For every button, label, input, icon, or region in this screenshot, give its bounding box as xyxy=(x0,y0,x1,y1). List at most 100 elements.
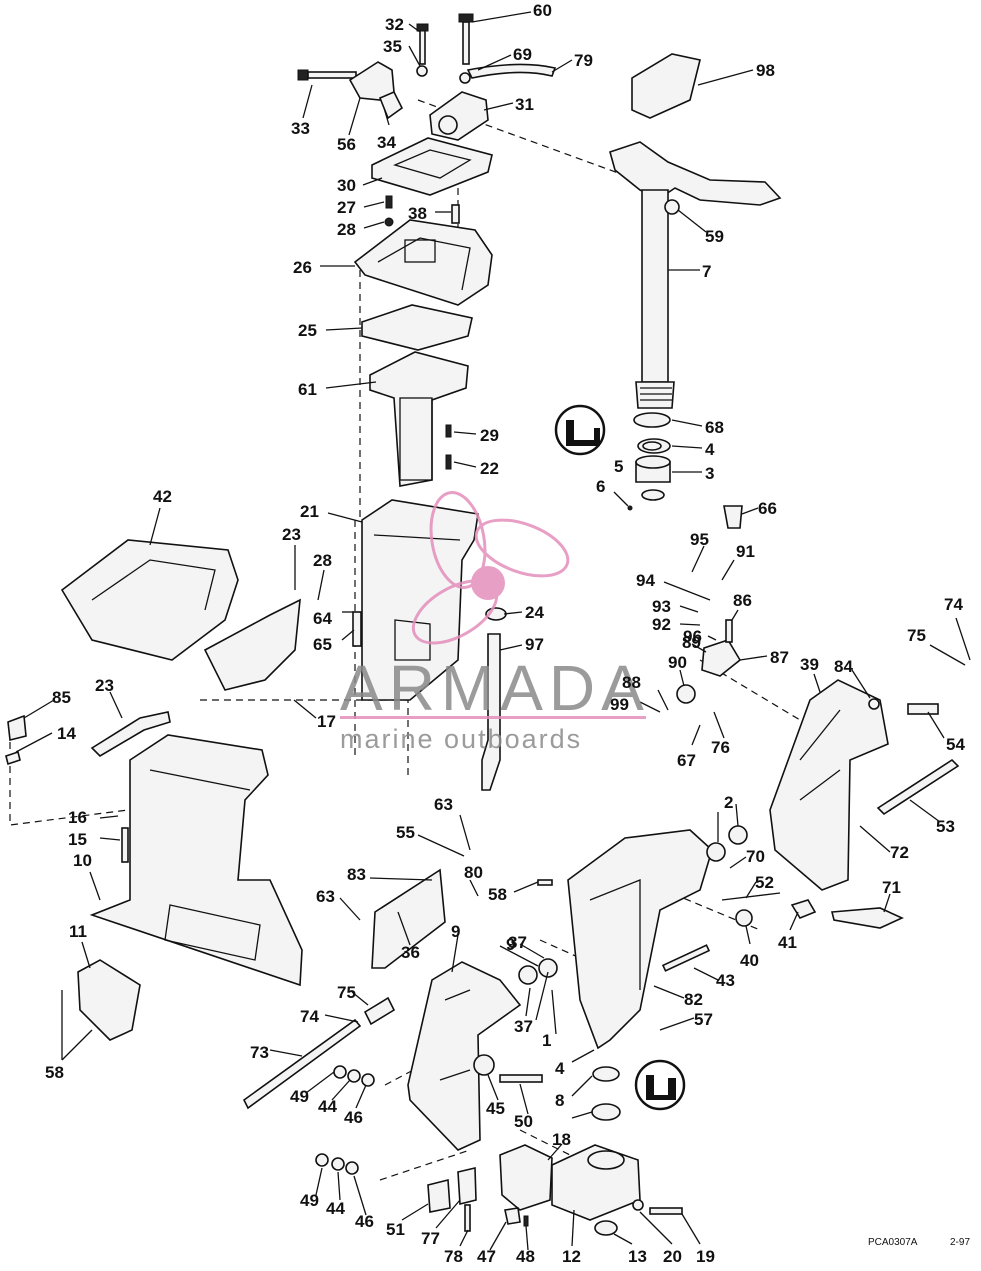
callout-label: 77 xyxy=(421,1229,440,1248)
callout-label: 14 xyxy=(57,724,76,743)
watermark-divider xyxy=(340,716,646,719)
part-exhaust-22 xyxy=(361,499,479,701)
parts xyxy=(5,13,960,1236)
callout-label: 74 xyxy=(944,595,963,614)
part-cover-98 xyxy=(631,53,701,119)
part-oring-89 xyxy=(676,684,696,704)
part-rod-73 xyxy=(242,1018,362,1110)
callout-label: 15 xyxy=(68,830,87,849)
callout-label: 68 xyxy=(705,418,724,437)
callout-label: 12 xyxy=(562,1247,581,1266)
callout-label: 93 xyxy=(652,597,671,616)
callout-label: 97 xyxy=(525,635,544,654)
part-screw-32 xyxy=(416,23,429,77)
callout-label: 9 xyxy=(506,935,515,954)
callout-label: 83 xyxy=(347,865,366,884)
part-tube-24 xyxy=(481,633,501,791)
callout-label: 58 xyxy=(45,1063,64,1082)
part-ring-5 xyxy=(641,489,665,501)
part-cover-42 xyxy=(203,598,301,691)
part-block-18 xyxy=(499,1144,553,1211)
callout-label: 49 xyxy=(290,1087,309,1106)
part-bolt-16 xyxy=(121,827,129,863)
callout-label: 36 xyxy=(401,943,420,962)
callout-label: 84 xyxy=(834,657,853,676)
diagram-date: 2-97 xyxy=(950,1237,970,1248)
part-adapter-61 xyxy=(369,351,469,487)
callout-label: 47 xyxy=(477,1247,496,1266)
callout-label: 34 xyxy=(377,133,396,152)
callout-label: 23 xyxy=(95,676,114,695)
part-plate-51 xyxy=(427,1178,451,1213)
callout-label: 48 xyxy=(516,1247,535,1266)
callout-label: 25 xyxy=(298,321,317,340)
part-pin-96 xyxy=(725,619,733,643)
part-nut-59 xyxy=(664,199,680,215)
callout-label: 75 xyxy=(907,626,926,645)
part-bracket-69 xyxy=(466,63,557,79)
callout-label: 42 xyxy=(153,487,172,506)
callout-label: 52 xyxy=(755,873,774,892)
part-bracket-36 xyxy=(407,961,522,1151)
watermark: ARMADA marine outboards xyxy=(340,491,646,754)
part-bolt-19 xyxy=(649,1207,683,1215)
callout-label: 63 xyxy=(434,795,453,814)
callout-label: 31 xyxy=(515,95,534,114)
callout-label: 40 xyxy=(740,951,759,970)
part-washer-45 xyxy=(473,1054,495,1076)
callout-label: 20 xyxy=(663,1247,682,1266)
callout-label: 32 xyxy=(385,15,404,34)
part-driveshaft-7 xyxy=(641,189,669,383)
callout-label: 26 xyxy=(293,258,312,277)
callout-label: 49 xyxy=(300,1191,319,1210)
callout-label: 35 xyxy=(383,37,402,56)
part-gasket-25 xyxy=(361,304,473,351)
diagram-code: PCA0307A xyxy=(868,1237,918,1248)
part-bolt-75 xyxy=(907,703,939,715)
callout-label: 16 xyxy=(68,808,87,827)
callout-label: 7 xyxy=(702,262,711,281)
part-washer-37 xyxy=(728,825,748,845)
callout-label: 53 xyxy=(936,817,955,836)
callout-label: 37 xyxy=(514,1017,533,1036)
callout-label: 6 xyxy=(596,477,605,496)
callout-label: 18 xyxy=(552,1130,571,1149)
callout-label: 46 xyxy=(355,1212,374,1231)
callout-label: 11 xyxy=(69,922,87,941)
propeller-icon xyxy=(411,491,570,645)
part-bracket-54 xyxy=(769,679,889,891)
part-lever-72 xyxy=(830,907,904,929)
callout-label: 91 xyxy=(736,542,755,561)
watermark-tagline: marine outboards xyxy=(340,724,582,754)
part-strip-14 xyxy=(90,711,171,758)
callout-label: 67 xyxy=(677,751,696,770)
callout-label: 21 xyxy=(300,502,319,521)
callout-label: 3 xyxy=(705,464,714,483)
callout-label: 86 xyxy=(733,591,752,610)
callout-label: 24 xyxy=(525,603,544,622)
callout-label: 95 xyxy=(690,530,709,549)
callout-label: 59 xyxy=(705,227,724,246)
callout-label: 8 xyxy=(555,1091,564,1110)
callout-label: 45 xyxy=(486,1099,505,1118)
part-cover-21 xyxy=(60,539,239,661)
part-spring-70 xyxy=(721,892,781,901)
callout-label: 4 xyxy=(705,440,715,459)
callout-label: 73 xyxy=(250,1043,269,1062)
callout-label: 37 xyxy=(508,933,527,952)
grease-can-icon xyxy=(634,1059,686,1111)
part-plate-10 xyxy=(77,959,141,1041)
callout-labels: 32 35 60 69 79 33 56 34 31 98 30 27 38 2… xyxy=(45,1,965,1266)
callout-label: 27 xyxy=(337,198,356,217)
callout-label: 44 xyxy=(326,1199,345,1218)
callout-label: 80 xyxy=(464,863,483,882)
callout-label: 50 xyxy=(514,1112,533,1131)
callout-label: 17 xyxy=(317,712,336,731)
callout-label: 9 xyxy=(451,922,460,941)
callout-label: 4 xyxy=(555,1059,565,1078)
callout-label: 90 xyxy=(668,653,687,672)
callout-label: 10 xyxy=(73,851,92,870)
part-swivel-31 xyxy=(429,91,489,141)
